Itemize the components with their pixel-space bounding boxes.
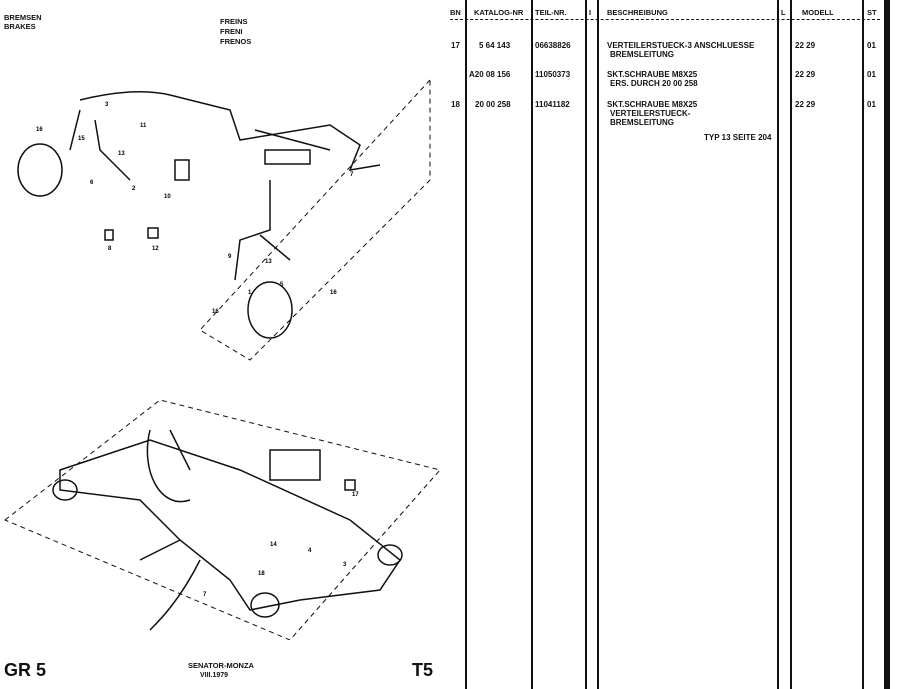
group-number: GR 5 bbox=[4, 660, 47, 680]
cell-modell: 22 29 bbox=[795, 41, 816, 50]
col-teil: TEIL-NR. bbox=[535, 8, 567, 17]
title-it: FRENI bbox=[220, 27, 243, 36]
cell-modell: 22 29 bbox=[795, 100, 816, 109]
cell-desc: BREMSLEITUNG bbox=[610, 118, 674, 127]
callout: 16 bbox=[36, 127, 43, 133]
callout: 16 bbox=[212, 309, 219, 315]
catalog-date: VIII.1979 bbox=[200, 672, 229, 679]
callout: 17 bbox=[352, 492, 359, 498]
cell-st: 01 bbox=[867, 70, 876, 79]
callout: 2 bbox=[132, 186, 136, 192]
reference-note: TYP 13 SEITE 204 bbox=[704, 133, 772, 142]
callout: 16 bbox=[330, 290, 337, 296]
cell-desc: SKT.SCHRAUBE M8X25 bbox=[607, 100, 698, 109]
callout: 12 bbox=[152, 246, 159, 252]
cell-desc: SKT.SCHRAUBE M8X25 bbox=[607, 70, 698, 79]
callout: 14 bbox=[270, 542, 277, 548]
cell-modell: 22 29 bbox=[795, 70, 816, 79]
cell-st: 01 bbox=[867, 41, 876, 50]
col-l: L bbox=[781, 8, 786, 17]
col-st: ST bbox=[867, 8, 877, 17]
callout: 13 bbox=[118, 151, 125, 157]
callout: 4 bbox=[308, 548, 312, 554]
callout: 7 bbox=[203, 592, 207, 598]
cell-katalog: A20 08 156 bbox=[469, 70, 511, 79]
model-name: SENATOR-MONZA bbox=[188, 661, 254, 670]
callout: 18 bbox=[258, 571, 265, 577]
callout-numbers: 3 11 16 15 13 6 2 10 8 12 7 9 13 1 16 5 … bbox=[36, 102, 359, 598]
callout: 15 bbox=[78, 136, 85, 142]
cell-desc: VERTEILERSTUECK-3 ANSCHLUESSE bbox=[607, 41, 755, 50]
cell-desc: BREMSLEITUNG bbox=[610, 50, 674, 59]
callout: 8 bbox=[108, 246, 112, 252]
cell-desc: ERS. DURCH 20 00 258 bbox=[610, 79, 698, 88]
col-modell: MODELL bbox=[802, 8, 834, 17]
title-fr: FREINS bbox=[220, 17, 248, 26]
callout: 9 bbox=[228, 254, 232, 260]
title-es: FRENOS bbox=[220, 37, 252, 46]
callout: 1 bbox=[248, 290, 252, 296]
col-beschreibung: BESCHREIBUNG bbox=[607, 8, 668, 17]
callout: 7 bbox=[350, 172, 354, 178]
cell-desc: VERTEILERSTUECK- bbox=[610, 109, 691, 118]
cell-teil: 11050373 bbox=[535, 70, 571, 79]
table-number: T5 bbox=[412, 660, 434, 680]
callout: 3 bbox=[105, 102, 109, 108]
callout: 6 bbox=[90, 180, 94, 186]
callout: 3 bbox=[343, 562, 347, 568]
cell-teil: 06638826 bbox=[535, 41, 571, 50]
callout: 11 bbox=[140, 123, 147, 129]
callout: 13 bbox=[265, 259, 272, 265]
col-i: I bbox=[589, 8, 592, 17]
exploded-parts-diagram bbox=[4, 78, 441, 640]
cell-bn: 17 bbox=[451, 41, 460, 50]
callout: 5 bbox=[280, 282, 284, 288]
col-katalog: KATALOG-NR bbox=[474, 8, 524, 17]
cell-katalog: 5 64 143 bbox=[479, 41, 511, 50]
callout: 10 bbox=[164, 194, 171, 200]
cell-katalog: 20 00 258 bbox=[475, 100, 511, 109]
title-en: BRAKES bbox=[4, 22, 36, 31]
cell-bn: 18 bbox=[451, 100, 460, 109]
cell-st: 01 bbox=[867, 100, 876, 109]
col-bn: BN bbox=[450, 8, 461, 17]
cell-teil: 11041182 bbox=[535, 100, 570, 109]
title-de: BREMSEN bbox=[4, 13, 42, 22]
